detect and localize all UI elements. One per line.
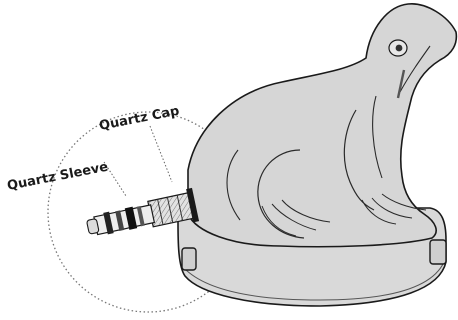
label-quartz-sleeve: Quartz Sleeve	[6, 160, 110, 194]
base-tab-left	[182, 248, 196, 270]
quartz-sleeve	[86, 203, 155, 238]
leader-quartz-cap	[150, 126, 172, 182]
label-quartz-cap: Quartz Cap	[98, 104, 181, 134]
frog-eye	[389, 40, 407, 56]
frog-body	[188, 4, 456, 247]
base-tab-right	[430, 240, 446, 264]
